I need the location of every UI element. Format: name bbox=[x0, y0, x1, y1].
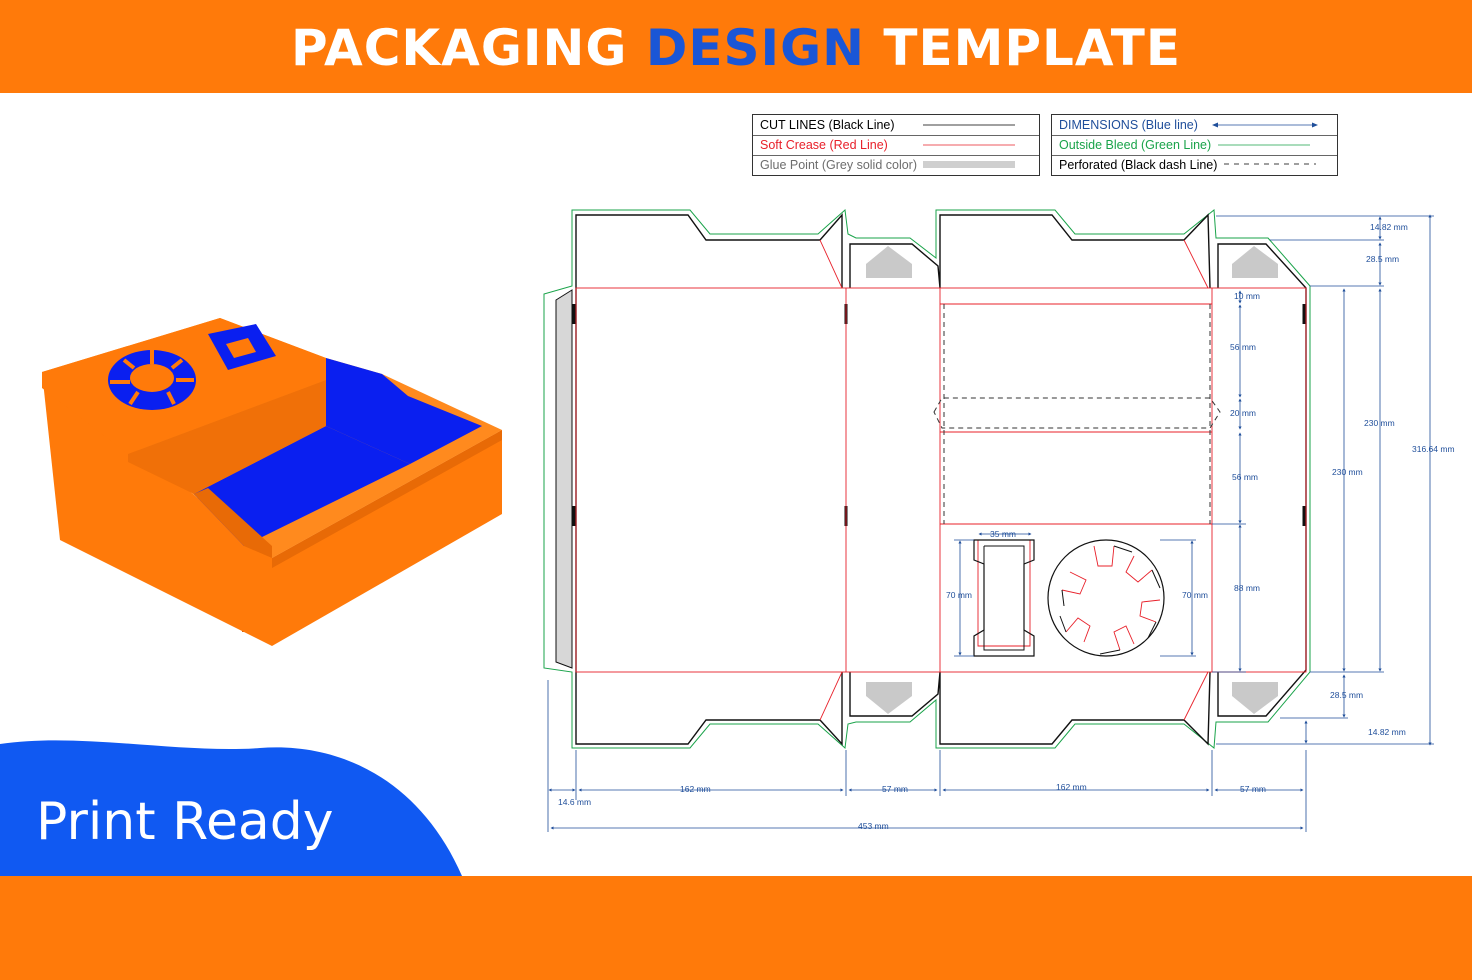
glue-area bbox=[555, 289, 573, 669]
box-top-block-front bbox=[128, 380, 326, 494]
slot-cutout-inner bbox=[983, 545, 1025, 651]
crease-lines bbox=[575, 239, 1307, 721]
header-bar bbox=[0, 0, 1472, 93]
glue-flaps bbox=[866, 246, 1278, 714]
dim-label: 162 mm bbox=[680, 784, 711, 794]
dim-label: 70 mm bbox=[1182, 590, 1208, 600]
cut-line-outline bbox=[575, 213, 1307, 746]
slot-hole-notch bbox=[226, 338, 256, 358]
legend-outside-bleed: Outside Bleed (Green Line) bbox=[1059, 138, 1212, 152]
print-ready-wave bbox=[0, 740, 462, 876]
dim-label: 230 mm bbox=[1364, 418, 1395, 428]
outside-bleed-line bbox=[543, 208, 1311, 750]
dim-label: 14.82 mm bbox=[1368, 727, 1406, 737]
dieline-drawing: 14.82 mm 28.5 mm 10 mm 56 mm 20 mm 56 mm… bbox=[543, 208, 1455, 832]
box-inner-wall bbox=[326, 358, 482, 464]
dim-label: 14.6 mm bbox=[558, 797, 591, 807]
cup-hole-tabs bbox=[110, 350, 194, 406]
perforated-line-sample bbox=[1224, 163, 1316, 165]
box-side-face bbox=[272, 430, 502, 646]
crease-line-sample bbox=[923, 144, 1015, 146]
dim-label: 316.64 mm bbox=[1412, 444, 1455, 454]
cup-cutout bbox=[1047, 539, 1165, 657]
dim-label: 88 mm bbox=[1234, 583, 1260, 593]
dim-label: 162 mm bbox=[1056, 782, 1087, 792]
box-side-shade bbox=[272, 430, 502, 568]
slot-cutout bbox=[973, 539, 1035, 657]
dim-label: 453 mm bbox=[858, 821, 889, 831]
cup-cutout-tabs bbox=[1061, 545, 1161, 651]
footer-bar bbox=[0, 876, 1472, 980]
print-ready-label: Print Ready bbox=[36, 792, 334, 852]
box-divider bbox=[194, 488, 272, 558]
legend-dimensions: DIMENSIONS (Blue line) bbox=[1059, 118, 1198, 132]
cut-line-sample bbox=[923, 124, 1015, 126]
box-inner-floor bbox=[194, 426, 410, 546]
dim-label: 28.5 mm bbox=[1366, 254, 1399, 264]
bleed-line-sample bbox=[1218, 144, 1310, 146]
dim-label: 56 mm bbox=[1232, 472, 1258, 482]
dim-label: 20 mm bbox=[1230, 408, 1256, 418]
legend-cut-lines: CUT LINES (Black Line) bbox=[760, 118, 895, 132]
dimension-lines bbox=[547, 214, 1434, 832]
box-front-face bbox=[42, 372, 272, 646]
dim-label: 56 mm bbox=[1230, 342, 1256, 352]
dim-label: 14.82 mm bbox=[1370, 222, 1408, 232]
dim-label: 230 mm bbox=[1332, 467, 1363, 477]
legend-glue-point: Glue Point (Grey solid color) bbox=[760, 158, 918, 172]
page-title: PACKAGING DESIGN TEMPLATE bbox=[290, 19, 1181, 77]
dim-label: 70 mm bbox=[946, 590, 972, 600]
glue-sample bbox=[923, 161, 1015, 168]
legend-box-left: CUT LINES (Black Line) Soft Crease (Red … bbox=[752, 114, 1040, 176]
dim-label: 10 mm bbox=[1234, 291, 1260, 301]
dim-label: 57 mm bbox=[1240, 784, 1266, 794]
legend-box-right: DIMENSIONS (Blue line) Outside Bleed (Gr… bbox=[1051, 114, 1338, 176]
dim-label: 57 mm bbox=[882, 784, 908, 794]
dim-label: 28.5 mm bbox=[1330, 690, 1363, 700]
box-3d-illustration bbox=[42, 318, 502, 646]
title-accent: DESIGN bbox=[645, 19, 865, 77]
dimension-line-sample bbox=[1212, 122, 1318, 128]
legend-perforated: Perforated (Black dash Line) bbox=[1059, 158, 1218, 172]
perforated-lines bbox=[933, 304, 1221, 524]
side-slits bbox=[572, 304, 1306, 526]
dim-label: 35 mm bbox=[990, 529, 1016, 539]
cup-cutout-cuts bbox=[1059, 545, 1161, 655]
legend-soft-crease: Soft Crease (Red Line) bbox=[760, 138, 888, 152]
cup-hole-center bbox=[130, 364, 174, 392]
